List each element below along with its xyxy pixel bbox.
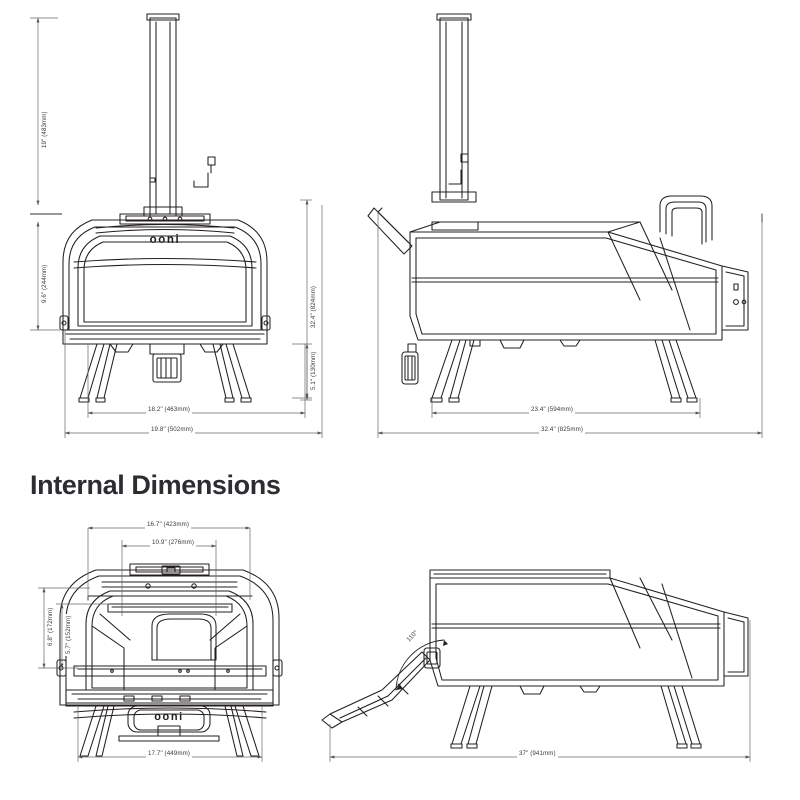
dim-door-angle: 110°: [404, 627, 422, 646]
dim-overall-width: 19.8" (502mm): [149, 426, 196, 434]
dim-inner-height-upper: 6.8" (172mm): [47, 605, 55, 648]
dim-body-width: 18.2" (463mm): [146, 406, 193, 414]
dim-body-depth: 23.4" (594mm): [529, 406, 576, 414]
dim-outer-base-width: 17.7" (449mm): [146, 750, 193, 758]
internal-front-view-art: [56, 563, 283, 757]
dim-body-height: 9.6" (244mm): [41, 262, 49, 305]
external-side-view-art: [367, 13, 763, 403]
internal-dimensions-heading: Internal Dimensions: [30, 470, 281, 500]
dim-inner-height-lower: 5.7" (152mm): [65, 613, 73, 656]
internal-side-view-art: [321, 569, 749, 749]
external-front-view-art: [59, 13, 271, 403]
dim-chimney-height: 19" (483mm): [41, 109, 49, 150]
dim-inner-width-stone: 10.9" (276mm): [150, 539, 197, 547]
dim-overall-height: 32.4" (824mm): [310, 283, 318, 330]
dim-overall-depth-open: 37" (941mm): [517, 750, 558, 758]
brand-wordmark-internal: ooni: [154, 711, 184, 723]
brand-wordmark-front: ooni: [150, 234, 181, 246]
dim-inner-width-upper: 16.7" (423mm): [145, 521, 192, 529]
dim-overall-depth: 32.4" (825mm): [539, 426, 586, 434]
dim-leg-height: 5.1" (130mm): [310, 349, 318, 392]
